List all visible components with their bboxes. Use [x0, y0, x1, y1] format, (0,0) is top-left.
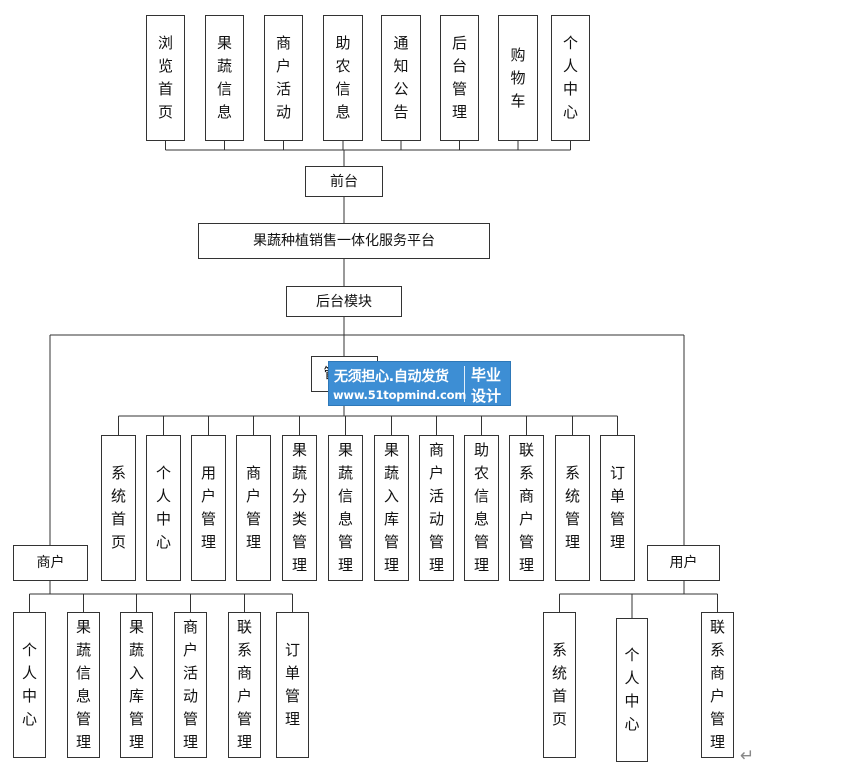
admin-node-1-label: 个人中心 [155, 464, 171, 551]
user-node-label: 用户 [669, 555, 698, 571]
front-node-5-label: 后台管理 [451, 34, 467, 121]
admin-node-11-label: 订单管理 [609, 464, 625, 551]
front-node-4: 通知公告 [381, 15, 421, 141]
admin-node-8: 助农信息管理 [464, 435, 499, 581]
admin-node-9-label: 联系商户管理 [518, 441, 534, 574]
front-node-6: 购物车 [498, 15, 538, 141]
front-node-6-label: 购物车 [510, 45, 526, 110]
user-child-1: 个人中心 [616, 618, 648, 762]
merchant-child-4-label: 联系商户管理 [236, 618, 252, 751]
watermark-separator [464, 366, 465, 402]
front-node-7: 个人中心 [551, 15, 590, 141]
merchant-child-5-label: 订单管理 [284, 641, 300, 728]
front-node-2-label: 商户活动 [275, 34, 291, 121]
merchant-child-0-label: 个人中心 [21, 641, 37, 728]
front-node-7-label: 个人中心 [562, 34, 578, 121]
user-child-0-label: 系统首页 [551, 641, 567, 728]
merchant-child-3: 商户活动管理 [174, 612, 207, 758]
front-node-5: 后台管理 [440, 15, 479, 141]
admin-node-1: 个人中心 [146, 435, 181, 581]
admin-node-2-label: 用户管理 [200, 464, 216, 551]
front-node-3-label: 助农信息 [335, 34, 351, 121]
front-node-4-label: 通知公告 [393, 34, 409, 121]
watermark-right1: 毕业 [471, 366, 502, 384]
admin-node-8-label: 助农信息管理 [473, 441, 489, 574]
watermark-line2: www.51topmind.com [333, 388, 467, 402]
user-child-2-label: 联系商户管理 [709, 618, 725, 751]
merchant-child-4: 联系商户管理 [228, 612, 261, 758]
admin-node-6: 果蔬入库管理 [374, 435, 409, 581]
user-node: 用户 [647, 545, 720, 581]
admin-node-6-label: 果蔬入库管理 [383, 441, 399, 574]
front-stage-node-label: 前台 [330, 173, 358, 190]
admin-node-11: 订单管理 [600, 435, 635, 581]
watermark-badge: 无须担心.自动发货 www.51topmind.com 毕业 设计 [328, 361, 511, 406]
merchant-child-2-label: 果蔬入库管理 [128, 618, 144, 751]
admin-node-9: 联系商户管理 [509, 435, 544, 581]
admin-node-0: 系统首页 [101, 435, 136, 581]
backend-module-node: 后台模块 [286, 286, 402, 317]
admin-node-0-label: 系统首页 [110, 464, 126, 551]
watermark-line1: 无须担心.自动发货 [334, 369, 449, 385]
admin-node-10-label: 系统管理 [564, 464, 580, 551]
admin-node-4: 果蔬分类管理 [282, 435, 317, 581]
user-child-0: 系统首页 [543, 612, 576, 758]
front-node-0-label: 浏览首页 [157, 34, 173, 121]
platform-node-label: 果蔬种植销售一体化服务平台 [253, 233, 435, 249]
admin-node-3: 商户管理 [236, 435, 271, 581]
admin-node-7: 商户活动管理 [419, 435, 454, 581]
merchant-child-1-label: 果蔬信息管理 [75, 618, 91, 751]
front-node-1: 果蔬信息 [205, 15, 244, 141]
admin-node-5: 果蔬信息管理 [328, 435, 363, 581]
admin-node-10: 系统管理 [555, 435, 590, 581]
watermark-right2: 设计 [471, 387, 502, 405]
admin-node-4-label: 果蔬分类管理 [291, 441, 307, 574]
merchant-child-0: 个人中心 [13, 612, 46, 758]
merchant-child-2: 果蔬入库管理 [120, 612, 153, 758]
admin-node-7-label: 商户活动管理 [428, 441, 444, 574]
front-node-2: 商户活动 [264, 15, 303, 141]
merchant-child-1: 果蔬信息管理 [67, 612, 100, 758]
admin-node-2: 用户管理 [191, 435, 226, 581]
backend-module-node-label: 后台模块 [316, 293, 372, 310]
front-node-1-label: 果蔬信息 [216, 34, 232, 121]
merchant-node: 商户 [13, 545, 88, 581]
merchant-child-5: 订单管理 [276, 612, 309, 758]
front-node-0: 浏览首页 [146, 15, 185, 141]
front-stage-node: 前台 [305, 166, 383, 197]
admin-node-5-label: 果蔬信息管理 [337, 441, 353, 574]
admin-node-3-label: 商户管理 [245, 464, 261, 551]
user-child-2: 联系商户管理 [701, 612, 734, 758]
user-child-1-label: 个人中心 [624, 646, 640, 733]
platform-node: 果蔬种植销售一体化服务平台 [198, 223, 490, 259]
front-node-3: 助农信息 [323, 15, 363, 141]
merchant-node-label: 商户 [36, 555, 65, 571]
merchant-child-3-label: 商户活动管理 [182, 618, 198, 751]
paragraph-return-icon: ↵ [740, 746, 755, 766]
